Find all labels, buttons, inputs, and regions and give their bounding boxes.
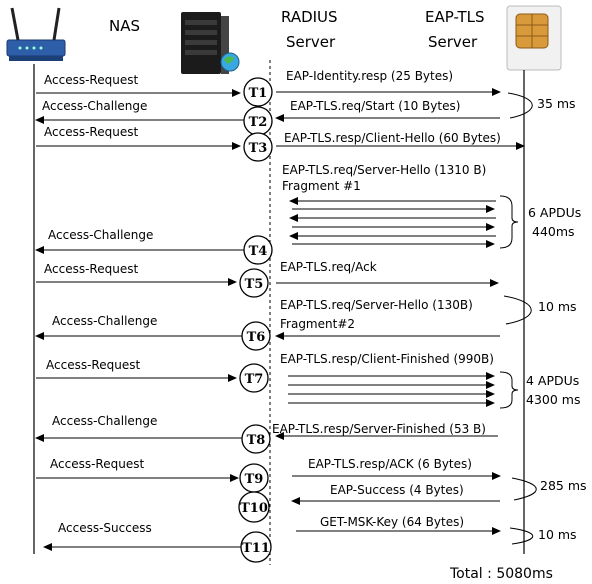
step-t8-label: T8 — [247, 433, 266, 448]
left-arrows: Access-Request Access-Challenge Access-R… — [35, 73, 248, 551]
curve-35ms — [507, 92, 533, 119]
label-fragment-2: Fragment#2 — [280, 317, 355, 331]
sim-card-icon — [506, 5, 562, 71]
label-access-request-t7: Access-Request — [46, 358, 140, 372]
timing-10ms-a: 10 ms — [538, 299, 577, 314]
timing-10ms-b: 10 ms — [538, 527, 577, 542]
timing-annotations — [499, 92, 537, 545]
label-access-challenge-t2: Access-Challenge — [42, 99, 147, 113]
total-time: Total : 5080ms — [449, 566, 553, 582]
timing-35ms: 35 ms — [537, 96, 576, 111]
label-eap-identity: EAP-Identity.resp (25 Bytes) — [286, 69, 453, 83]
right-arrows: EAP-Identity.resp (25 Bytes) EAP-TLS.req… — [272, 69, 525, 535]
label-server-finished: EAP-TLS.resp/Server-Finished (53 B) — [272, 422, 486, 436]
nas-header: NAS — [109, 17, 140, 35]
step-t10: T10 — [238, 491, 270, 523]
step-t3-label: T3 — [249, 141, 268, 156]
label-access-challenge-t8: Access-Challenge — [52, 414, 157, 428]
label-access-request-t3: Access-Request — [44, 125, 138, 139]
brace-6-apdus — [499, 195, 519, 249]
label-get-msk: GET-MSK-Key (64 Bytes) — [320, 515, 464, 529]
timing-6-apdus: 6 APDUs — [528, 205, 581, 220]
label-access-request-t1: Access-Request — [44, 73, 138, 87]
step-t6-label: T6 — [247, 330, 266, 345]
step-t9-label: T9 — [245, 472, 264, 487]
timing-285ms: 285 ms — [540, 478, 587, 493]
step-t3: T3 — [243, 132, 273, 162]
step-t2-label: T2 — [249, 115, 268, 130]
label-client-hello: EAP-TLS.resp/Client-Hello (60 Bytes) — [284, 131, 501, 145]
label-access-request-t5: Access-Request — [44, 262, 138, 276]
step-t10-label: T10 — [240, 501, 268, 516]
server-icon — [181, 12, 240, 74]
label-client-finished: EAP-TLS.resp/Client-Finished (990B) — [280, 352, 494, 366]
curve-10ms-b — [509, 527, 534, 545]
step-t4-label: T4 — [249, 244, 268, 259]
step-t9: T9 — [239, 463, 269, 493]
timing-440ms: 440ms — [532, 224, 575, 239]
timing-4-apdus: 4 APDUs — [526, 373, 579, 388]
label-access-success-t11: Access-Success — [58, 521, 152, 535]
step-t5-label: T5 — [245, 277, 264, 292]
timing-4300ms: 4300 ms — [526, 392, 580, 407]
router-icon — [6, 7, 66, 61]
step-t11-label: T11 — [242, 541, 270, 556]
label-tls-resp-ack: EAP-TLS.resp/ACK (6 Bytes) — [308, 457, 472, 471]
step-t5: T5 — [239, 268, 269, 298]
curve-285ms — [511, 477, 537, 501]
label-access-request-t9: Access-Request — [50, 457, 144, 471]
radius-header-line1: RADIUS — [281, 8, 338, 26]
label-server-hello-1: EAP-TLS.req/Server-Hello (1310 B) — [282, 163, 486, 177]
eaptls-header-line1: EAP-TLS — [425, 8, 485, 26]
step-t8: T8 — [241, 424, 271, 454]
step-t2: T2 — [243, 106, 273, 136]
label-access-challenge-t4: Access-Challenge — [48, 228, 153, 242]
step-t7: T7 — [239, 363, 269, 393]
step-t11: T11 — [240, 531, 272, 563]
label-fragment-1: Fragment #1 — [282, 179, 361, 193]
radius-header-line2: Server — [286, 33, 336, 51]
step-t1-label: T1 — [249, 86, 268, 101]
step-t1: T1 — [243, 77, 273, 107]
label-eap-start: EAP-TLS.req/Start (10 Bytes) — [290, 99, 460, 113]
label-eap-success: EAP-Success (4 Bytes) — [330, 483, 464, 497]
step-t7-label: T7 — [245, 372, 264, 387]
eaptls-header-line2: Server — [428, 33, 478, 51]
label-server-hello-2: EAP-TLS.req/Server-Hello (130B) — [280, 298, 473, 312]
step-t4: T4 — [243, 235, 273, 265]
brace-4-apdus — [499, 371, 519, 409]
step-t6: T6 — [241, 321, 271, 351]
curve-10ms-a — [503, 295, 532, 325]
label-access-challenge-t6: Access-Challenge — [52, 314, 157, 328]
label-tls-ack: EAP-TLS.req/Ack — [280, 260, 377, 274]
